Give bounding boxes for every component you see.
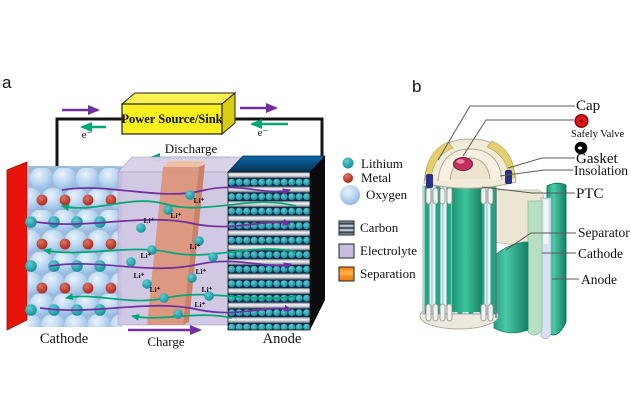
svg-text:Li⁺: Li⁺ (194, 300, 205, 309)
power-source-box: Power Source/Sink (120, 91, 237, 136)
callout-leader-lines (437, 105, 579, 280)
svg-text:Li⁺: Li⁺ (170, 211, 181, 220)
discharge-label: Discharge (165, 141, 218, 156)
legend-metal-swatch (343, 173, 353, 183)
legend-separation-swatch (338, 266, 355, 282)
svg-text:Li⁺: Li⁺ (193, 196, 204, 205)
gasket-ring-right (486, 140, 516, 179)
legend-metal-label: Metal (361, 170, 392, 185)
wire-left (55, 117, 122, 166)
anode-block (227, 155, 326, 331)
legend-separation-label: Separation (360, 266, 416, 281)
legend-lithium-swatch (342, 157, 354, 169)
legend-electrolyte-swatch (338, 243, 355, 259)
label-ptc: PTC (576, 186, 604, 202)
anode-label: Anode (263, 331, 302, 347)
svg-text:Li⁺: Li⁺ (140, 251, 151, 260)
label-cathode: Cathode (578, 246, 623, 261)
svg-text:Li⁺: Li⁺ (149, 285, 160, 294)
label-separator: Separator (578, 225, 630, 240)
safety-valve-highlight (456, 159, 465, 164)
cathode-label: Cathode (40, 331, 88, 347)
anode-sheet (546, 182, 567, 336)
insolation-right (505, 170, 512, 184)
label-gasket: Gasket (576, 151, 618, 167)
electron-label-left: e⁻ (82, 129, 93, 141)
ion-flow-arrows (35, 186, 297, 321)
power-source-label: Power Source/Sink (121, 112, 222, 126)
insolation-left (426, 174, 433, 188)
li-ion-labels: Li⁺ Li⁺ Li⁺ Li⁺ Li⁺ Li⁺ Li⁺ Li⁺ Li⁺ Li⁺ (133, 196, 212, 309)
label-anode: Anode (581, 272, 617, 287)
panel-a-letter: a (2, 73, 12, 92)
svg-text:Li⁺: Li⁺ (189, 242, 200, 251)
gasket-ring-left (424, 141, 454, 181)
charge-label: Charge (147, 334, 185, 349)
cathode-sheet (527, 200, 543, 336)
label-insolation: Insolation (574, 163, 628, 178)
separator-sheet-highlight (543, 200, 549, 244)
legend-carbon-label: Carbon (360, 220, 399, 235)
panel-b: b (412, 77, 630, 339)
electrode-tabs-bottom (425, 303, 494, 322)
svg-text:Li⁺: Li⁺ (201, 285, 212, 294)
legend-oxygen-swatch (340, 185, 360, 205)
cap-assembly (423, 138, 517, 189)
electron-label-right: e⁻ (258, 127, 269, 139)
svg-text:Li⁺: Li⁺ (195, 267, 206, 276)
legend-oxygen-label: Oxygen (366, 187, 408, 202)
legend-electrolyte-label: Electrolyte (360, 243, 417, 258)
lithium-ions-in-cathode (25, 216, 106, 316)
svg-text:Li⁺: Li⁺ (133, 271, 144, 280)
outer-roll-sheet (493, 241, 529, 334)
safety-valve (453, 157, 473, 171)
panel-b-letter: b (412, 77, 421, 96)
svg-text:Li⁺: Li⁺ (143, 216, 154, 225)
separation-membrane (147, 161, 205, 325)
label-cap: Cap (576, 98, 600, 114)
label-safety-valve: Safely Valve (571, 129, 625, 140)
legend-lithium-label: Lithium (361, 156, 403, 171)
panel-a: a Power Source/Sink e⁻ e⁻ Discharge (2, 73, 417, 349)
cathode-current-collector (6, 161, 28, 331)
metal-ions (36, 194, 117, 294)
legend-carbon-swatch (338, 220, 355, 236)
red-dot-center (579, 119, 584, 123)
legend: Lithium Metal Oxygen Carbon Electrolyte … (338, 156, 417, 282)
electrode-tabs-top (425, 187, 494, 205)
traveling-li-ions (126, 190, 218, 319)
black-dot-center (578, 146, 582, 150)
jelly-roll-core (452, 186, 482, 312)
